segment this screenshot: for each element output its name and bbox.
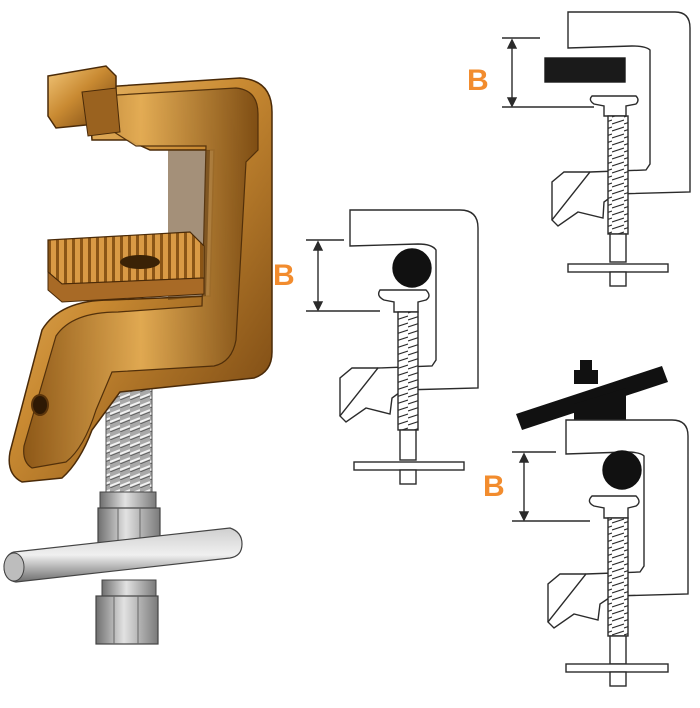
pressure-pad <box>589 95 639 117</box>
t-handle <box>567 263 669 273</box>
dimension-b-bottom <box>512 451 590 522</box>
round-conductor <box>392 248 432 288</box>
t-handle <box>565 663 669 673</box>
flat-bar <box>544 57 626 83</box>
pressure-pad <box>588 495 640 519</box>
clamp-with-round-conductor <box>306 209 479 485</box>
cross-bar <box>516 366 668 430</box>
round-conductor <box>602 450 642 490</box>
screw-nut <box>609 233 627 263</box>
dimension-b-middle <box>306 239 380 312</box>
screw-thread <box>105 384 153 496</box>
dimension-b-top <box>502 37 594 108</box>
clamp-outline <box>547 419 689 629</box>
spring-screw <box>607 115 629 235</box>
hex-collar <box>99 491 157 511</box>
screw-end-nut <box>95 595 159 645</box>
clamp-outline <box>339 209 479 423</box>
dimension-label-top: B <box>467 64 489 97</box>
spring-screw <box>397 311 419 431</box>
t-handle-bar <box>3 527 243 583</box>
bronze-clamp-photo <box>3 65 273 645</box>
t-handle <box>353 461 465 471</box>
clamp-body-front <box>23 87 259 469</box>
bar-bolt-head <box>574 370 598 384</box>
dimension-label-middle: B <box>273 259 295 292</box>
lower-nut <box>101 579 157 599</box>
dimension-label-bottom: B <box>483 470 505 503</box>
clamp-outline <box>551 11 691 227</box>
screw-nut <box>399 429 417 461</box>
serrated-pressure-pad <box>47 231 205 303</box>
clamp-on-cross-bar <box>512 360 689 687</box>
clamp-with-flat-bar <box>502 11 691 287</box>
mounting-hole <box>31 394 49 416</box>
pressure-pad <box>377 289 430 313</box>
spring-screw <box>607 517 629 637</box>
screw-nut <box>609 635 627 665</box>
screw-hole-top <box>120 255 160 269</box>
